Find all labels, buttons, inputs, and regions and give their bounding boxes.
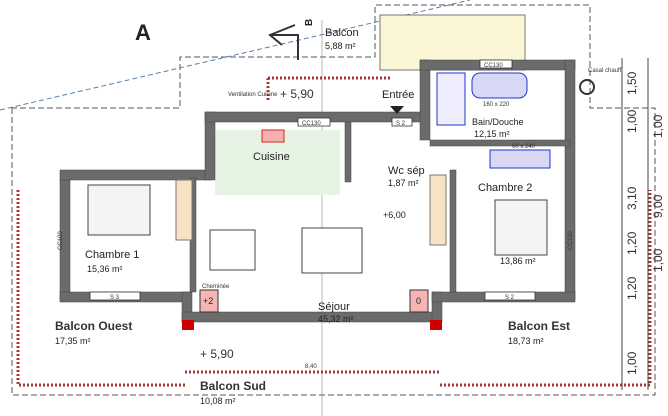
railing-east — [440, 190, 652, 387]
wc-area: 1,87 m² — [388, 178, 419, 188]
closet-right — [429, 174, 447, 246]
balcon-ouest-label: Balcon Ouest — [55, 319, 132, 333]
dim-inner-1: 1,00 — [651, 114, 665, 138]
stove-right — [409, 289, 429, 313]
width-sud: 8,40 — [305, 364, 317, 370]
section-arrow-b — [268, 24, 299, 60]
dim-outer-3: 3,10 — [625, 186, 639, 210]
bain-label: Bain/Douche — [472, 117, 524, 127]
bed-chambre-1 — [87, 184, 151, 236]
shower — [436, 72, 466, 126]
dim-outer-6: 1,00 — [625, 351, 639, 375]
cuisine-label: Cuisine — [253, 151, 290, 163]
balcon-sud-label: Balcon Sud — [200, 379, 266, 393]
chambre2-label: Chambre 2 — [478, 182, 532, 194]
level-sud: + 5,90 — [200, 347, 234, 361]
dim-inner-2: 9,00 — [651, 194, 665, 218]
cheminee-label: Cheminée — [202, 284, 230, 290]
dim-outer-4: 1,20 — [625, 231, 639, 255]
bain-area: 12,15 m² — [474, 129, 510, 139]
balcon-est-label: Balcon Est — [508, 319, 570, 333]
tag-cc100-west: CC100 — [58, 231, 64, 250]
boiler-icon — [579, 79, 595, 95]
tub-size: 160 x 220 — [483, 102, 510, 108]
balcon-nord-label: Balcon — [325, 27, 359, 39]
balcon-est-area: 18,73 m² — [508, 336, 544, 346]
vanity — [489, 149, 551, 169]
vanity-size: 60 x 240 — [512, 144, 536, 150]
section-mark-b: B — [304, 19, 315, 26]
casal-label: Casal chauff — [588, 68, 622, 74]
balcony-outline — [11, 4, 656, 396]
tag-cc100-east: CC100 — [568, 231, 574, 250]
bathtub — [471, 72, 528, 99]
chambre2-area: 13,86 m² — [500, 256, 536, 266]
column-right — [430, 320, 442, 330]
chambre1-area: 15,36 m² — [87, 264, 123, 274]
tag-cc130-kitchen: CC130 — [302, 121, 321, 127]
ventilation-label: Ventilation Cuisine — [228, 92, 278, 98]
sejour-area: 45,32 m² — [318, 314, 354, 324]
level-entree: + 5,90 — [280, 87, 314, 101]
stove-right-label: 0 — [416, 296, 421, 306]
sofa — [301, 227, 363, 274]
railing-entree — [266, 76, 390, 100]
sejour-label: Séjour — [318, 301, 350, 313]
stove-left — [199, 289, 219, 313]
tag-cc130-bath: CC130 — [484, 63, 503, 69]
table — [209, 229, 256, 271]
dim-outer-1: 1,50 — [625, 71, 639, 95]
balcon-sud-area: 10,08 m² — [200, 396, 236, 406]
level-sejour: +6,00 — [383, 210, 406, 220]
balcon-ouest-area: 17,35 m² — [55, 336, 91, 346]
closet-left — [175, 179, 193, 241]
balcon-nord-area: 5,88 m² — [325, 41, 356, 51]
tag-s3: S 3 — [110, 295, 120, 301]
chambre1-label: Chambre 1 — [85, 249, 139, 261]
dim-inner-3: 1,00 — [651, 248, 665, 272]
kitchen-sink-red — [261, 129, 285, 143]
stove-left-label: +2 — [203, 296, 213, 306]
window-tags: CC130 CC130 S 2 S 3 S 2 CC100 CC100 — [58, 59, 574, 301]
tag-s2-entree: S 2 — [396, 121, 406, 127]
tag-s2-chambre2: S 2 — [505, 295, 515, 301]
entree-label: Entrée — [382, 89, 414, 101]
dim-outer-2: 1,00 — [625, 109, 639, 133]
dim-outer-5: 1,20 — [625, 276, 639, 300]
entry-arrow-icon — [390, 106, 404, 114]
column-left — [182, 320, 194, 330]
railing-west — [16, 190, 185, 387]
section-mark-a: A — [135, 20, 151, 45]
bed-chambre-2 — [494, 199, 548, 256]
wc-label: Wc sép — [388, 165, 425, 177]
